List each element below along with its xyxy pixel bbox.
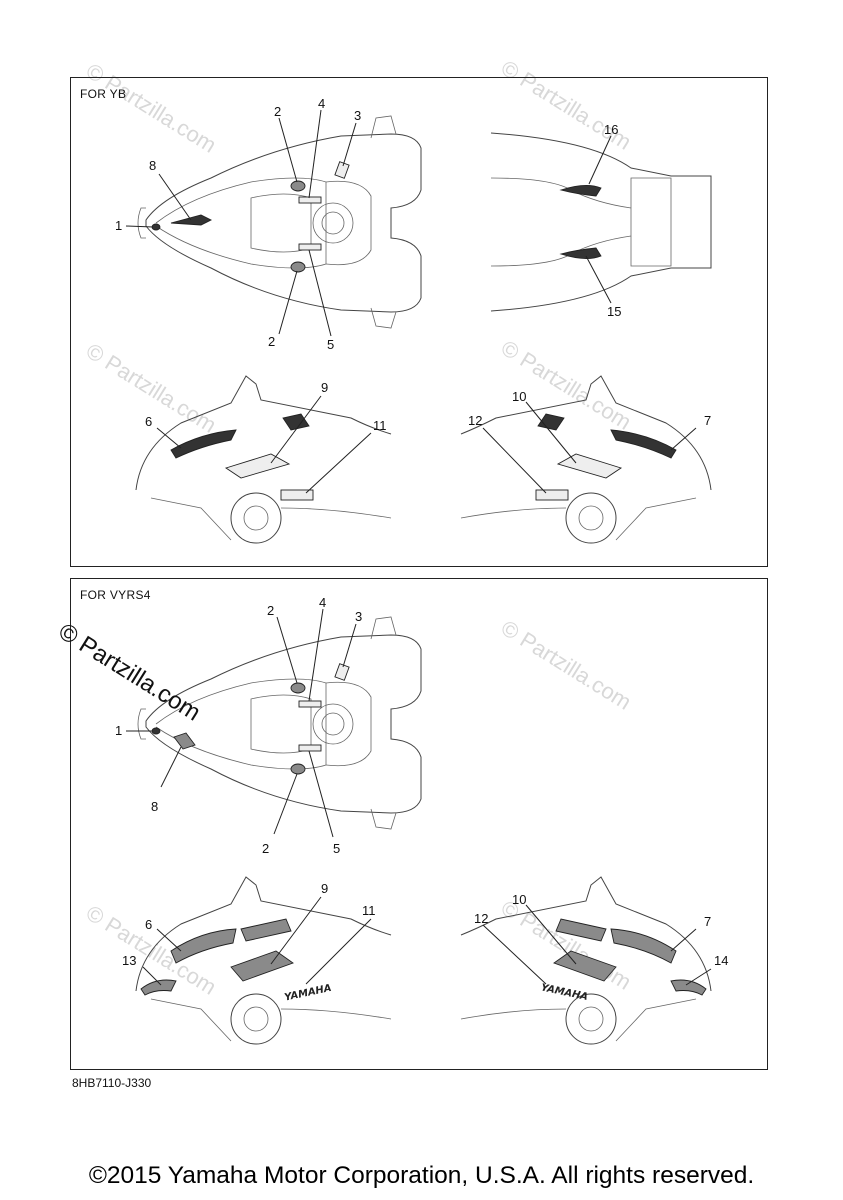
callout-2: 2 [274, 104, 281, 119]
callout-5: 5 [327, 337, 334, 352]
callout-16: 16 [604, 122, 618, 137]
decal-diagram: 1 2 2 3 4 5 6 7 8 9 10 11 12 15 16 [115, 96, 712, 544]
callout-12: 12 [474, 911, 488, 926]
copyright-footer: ©2015 Yamaha Motor Corporation, U.S.A. A… [88, 1162, 755, 1189]
callout-5: 5 [333, 841, 340, 856]
callout-2: 2 [267, 603, 274, 618]
callout-3: 3 [354, 108, 361, 123]
yamaha-decal-right: YAMAHA [540, 982, 589, 1003]
left-side-view-drawing [135, 375, 392, 544]
callout-6: 6 [145, 917, 152, 932]
callout-14: 14 [714, 953, 728, 968]
rear-view-drawing [490, 132, 712, 312]
callout-2: 2 [262, 841, 269, 856]
panel-title: FOR YB [80, 87, 127, 101]
callout-9: 9 [321, 380, 328, 395]
leader-lines [125, 109, 697, 494]
callout-3: 3 [355, 609, 362, 624]
yamaha-decal-left: YAMAHA [283, 983, 332, 1004]
top-view-drawing [137, 616, 422, 830]
callout-15: 15 [607, 304, 621, 319]
callout-4: 4 [319, 595, 326, 610]
callout-1: 1 [115, 723, 122, 738]
callout-2: 2 [268, 334, 275, 349]
callout-4: 4 [318, 96, 325, 111]
callout-13: 13 [122, 953, 136, 968]
decal-diagram: YAMAHA YAMAHA [115, 595, 728, 1045]
right-side-view-drawing: YAMAHA [460, 876, 712, 1045]
leader-lines [126, 608, 712, 986]
callout-10: 10 [512, 892, 526, 907]
panel-title: FOR VYRS4 [80, 588, 151, 602]
callout-6: 6 [145, 414, 152, 429]
callout-7: 7 [704, 914, 711, 929]
callout-9: 9 [321, 881, 328, 896]
callout-8: 8 [149, 158, 156, 173]
callout-11: 11 [362, 903, 376, 918]
right-side-view-drawing [460, 375, 712, 544]
callout-11: 11 [373, 418, 387, 433]
diagram-panel-yb: FOR YB [70, 77, 768, 567]
callout-8: 8 [151, 799, 158, 814]
diagram-part-number: 8HB7110-J330 [72, 1076, 152, 1090]
diagram-panel-vyrs4: FOR VYRS4 [70, 578, 768, 1070]
callout-1: 1 [115, 218, 122, 233]
left-side-view-drawing: YAMAHA [135, 876, 392, 1045]
callout-10: 10 [512, 389, 526, 404]
top-view-drawing [137, 115, 422, 329]
callout-12: 12 [468, 413, 482, 428]
callout-7: 7 [704, 413, 711, 428]
